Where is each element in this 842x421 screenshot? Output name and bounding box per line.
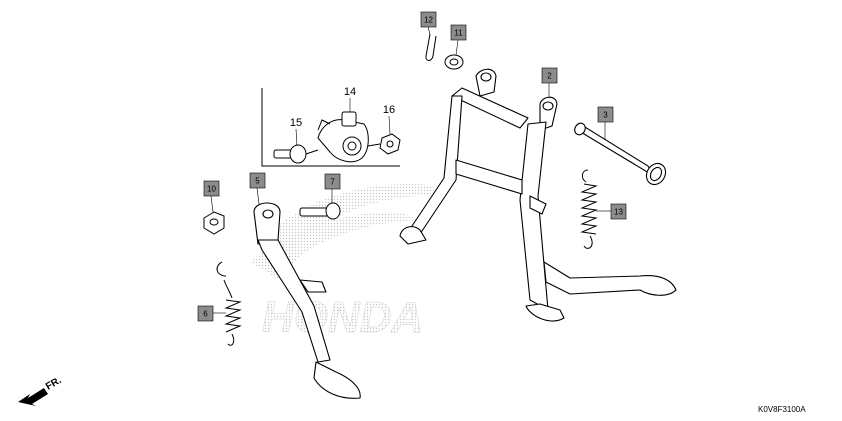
callout-10: 10 xyxy=(203,180,220,197)
label-14: 14 xyxy=(344,86,356,98)
label-16: 16 xyxy=(383,104,395,116)
callout-7: 7 xyxy=(324,173,341,190)
svg-text:2: 2 xyxy=(547,72,552,81)
callout-2: 2 xyxy=(541,67,558,84)
callout-13: 13 xyxy=(610,203,627,220)
side-stand xyxy=(253,202,361,399)
honda-wing-lower xyxy=(250,212,418,280)
svg-text:6: 6 xyxy=(203,310,208,319)
cotter-pin xyxy=(425,33,437,61)
callout-11: 11 xyxy=(450,24,467,41)
svg-text:13: 13 xyxy=(614,208,623,217)
main-stand xyxy=(399,68,677,322)
callout-3: 3 xyxy=(597,106,614,123)
inset-bracket xyxy=(261,88,400,167)
side-stand-switch xyxy=(317,111,369,163)
svg-text:10: 10 xyxy=(207,185,216,194)
callout-5: 5 xyxy=(249,172,266,189)
svg-text:7: 7 xyxy=(330,178,335,187)
front-label: FR. xyxy=(44,375,64,393)
svg-text:11: 11 xyxy=(454,29,463,38)
front-arrow-icon xyxy=(18,388,48,406)
side-stand-spring xyxy=(216,261,242,346)
callout-12: 12 xyxy=(420,11,437,28)
honda-watermark-text: HONDA xyxy=(262,293,423,342)
pivot-shaft xyxy=(574,122,667,186)
switch-nut xyxy=(367,133,401,155)
main-stand-spring xyxy=(580,169,598,249)
svg-text:5: 5 xyxy=(255,177,260,186)
label-15: 15 xyxy=(290,117,302,129)
callout-6: 6 xyxy=(197,305,214,322)
washer xyxy=(444,54,464,70)
front-direction-indicator: FR. xyxy=(18,375,64,406)
svg-text:3: 3 xyxy=(603,111,608,120)
svg-text:12: 12 xyxy=(424,16,433,25)
side-stand-nut xyxy=(203,211,225,235)
switch-bolt xyxy=(273,144,319,164)
diagram-code: K0V8F3100A xyxy=(758,405,806,414)
side-stand-bolt xyxy=(299,202,341,220)
